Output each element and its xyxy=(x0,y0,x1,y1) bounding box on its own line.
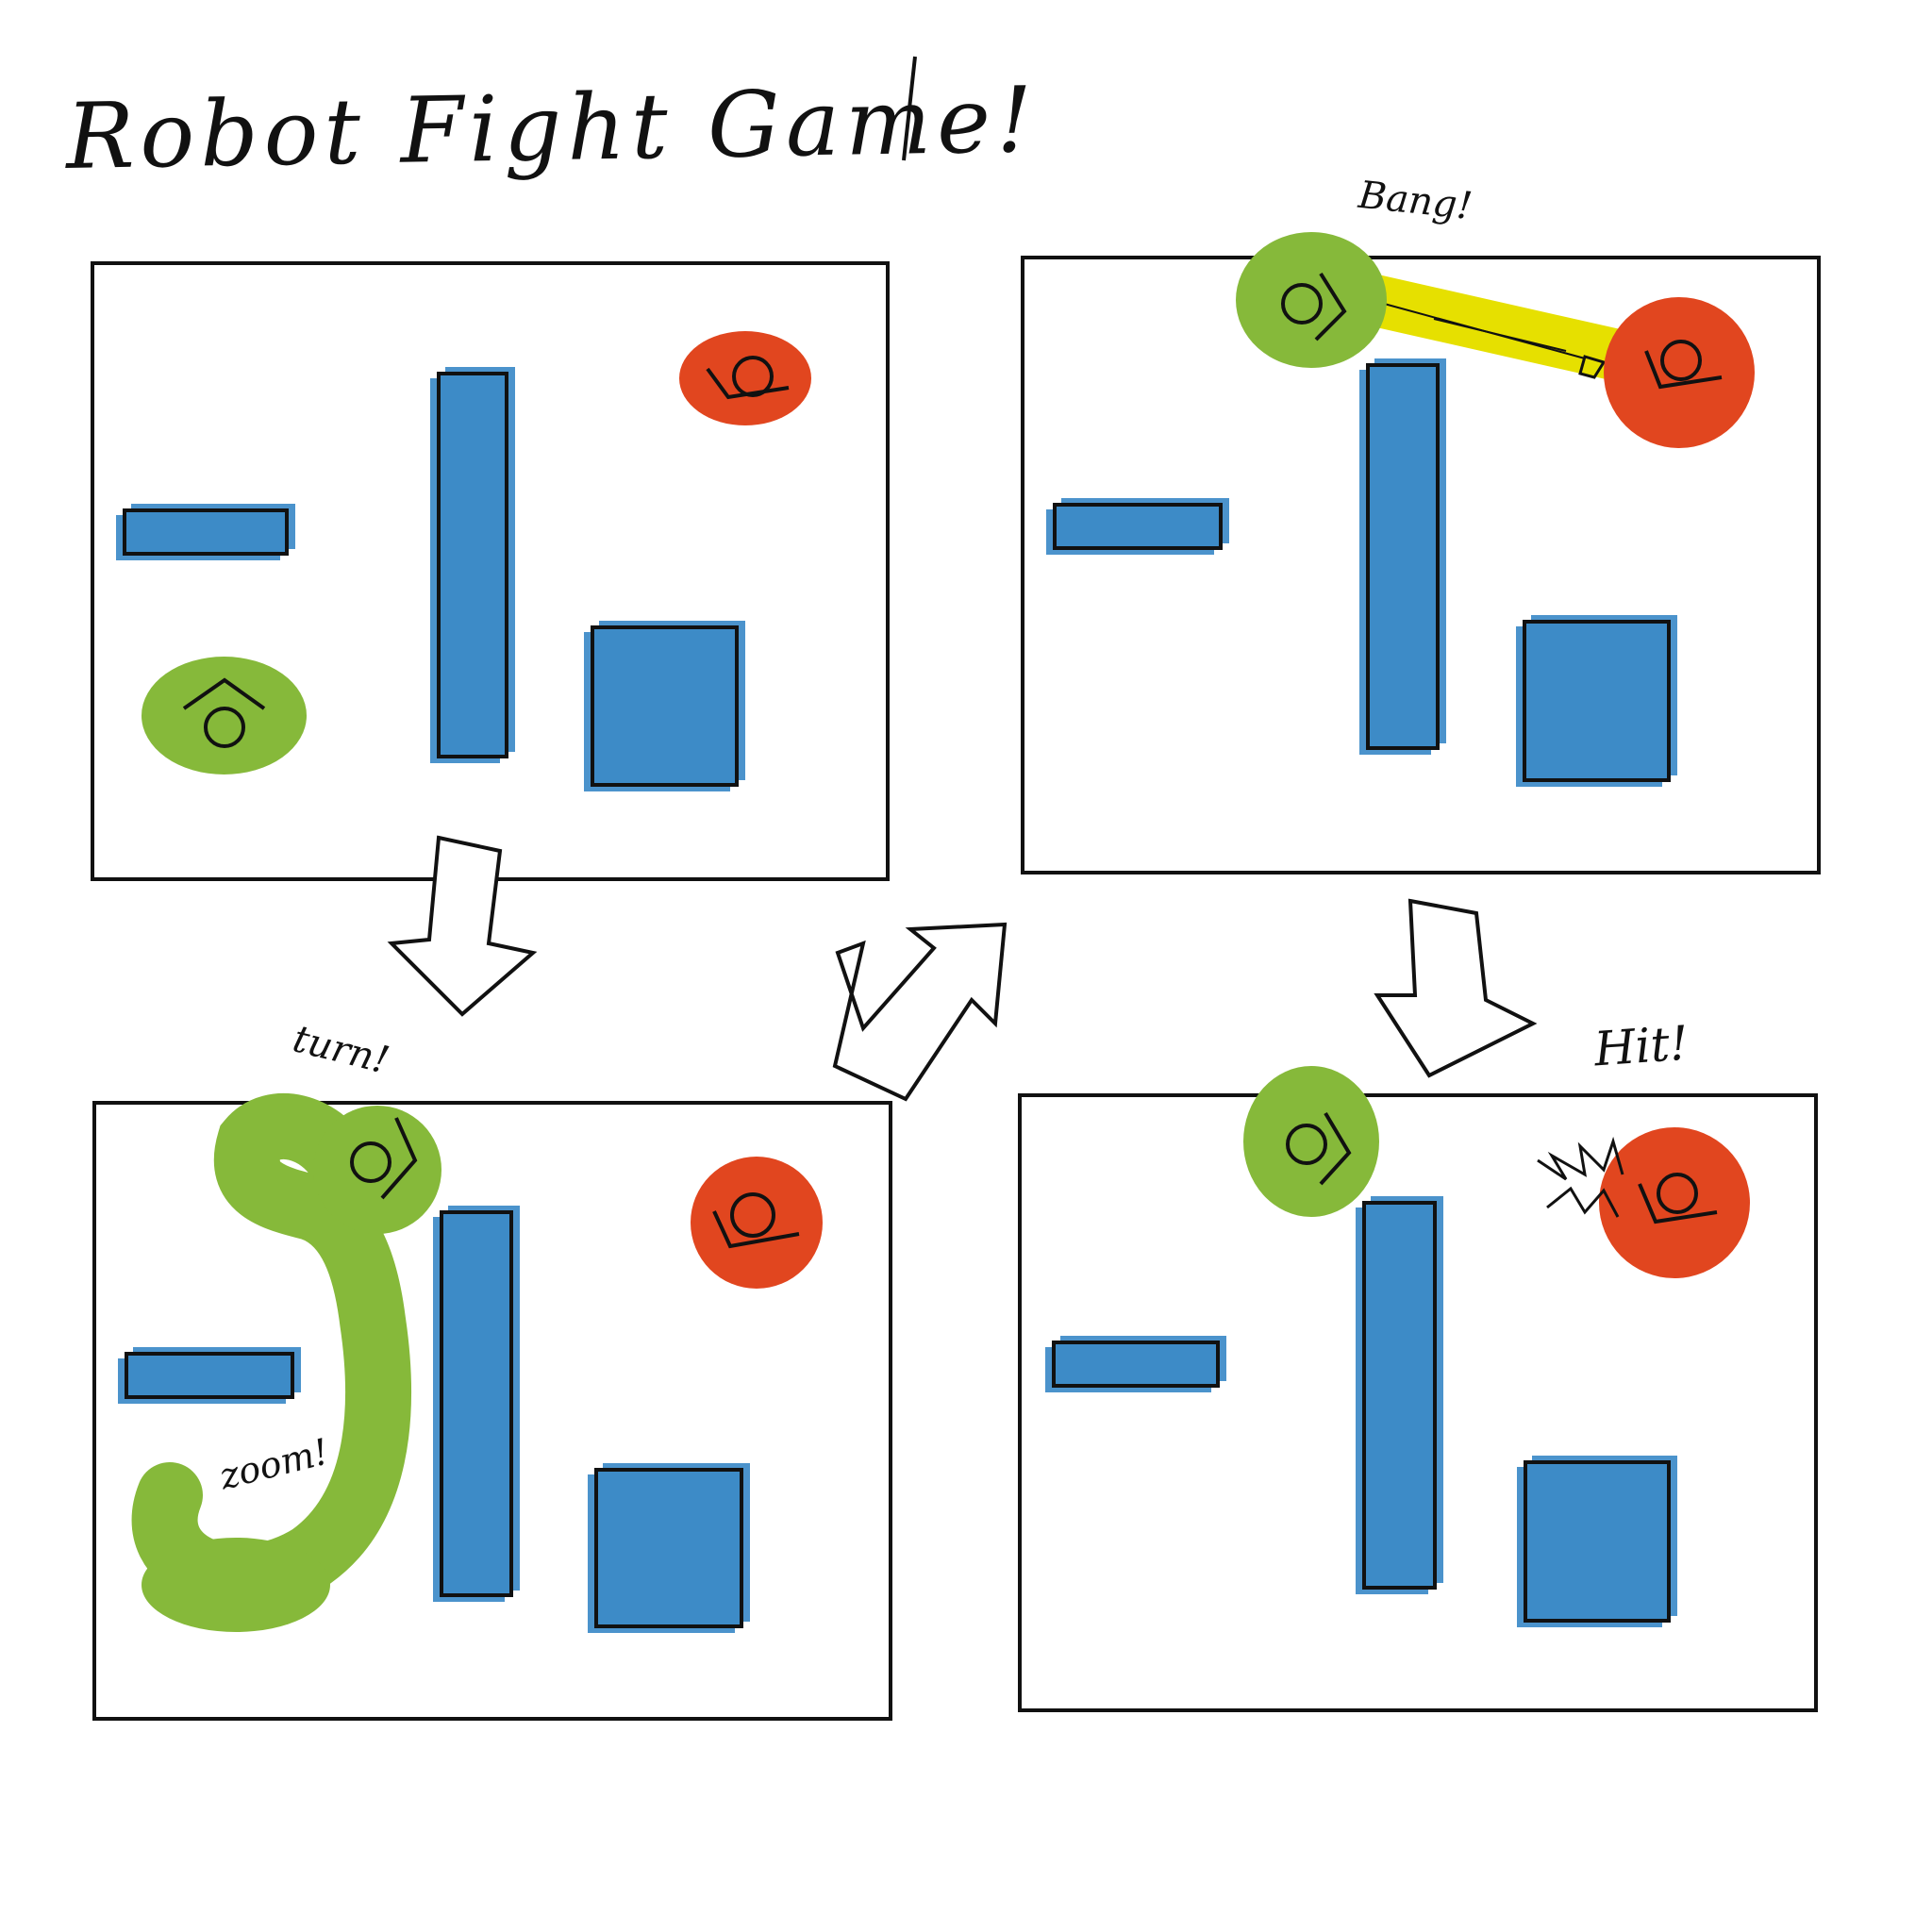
caption-hit: Hit! xyxy=(1592,1015,1690,1077)
obstacle-vertical-wall xyxy=(440,1210,513,1597)
enemy-robot xyxy=(1604,297,1755,448)
enemy-robot xyxy=(691,1157,823,1289)
obstacle-horizontal-bar xyxy=(1053,503,1223,550)
arrow-down-icon xyxy=(1374,898,1538,1078)
player-robot xyxy=(1243,1066,1379,1217)
enemy-robot xyxy=(1599,1127,1750,1278)
panel-start xyxy=(91,261,890,881)
obstacle-vertical-wall xyxy=(1362,1201,1437,1590)
robot-face-icon xyxy=(182,677,266,748)
obstacle-block xyxy=(1523,620,1671,782)
obstacle-vertical-wall xyxy=(437,372,508,758)
robot-face-icon xyxy=(712,1192,800,1249)
robot-face-icon xyxy=(1286,1111,1352,1186)
obstacle-horizontal-bar xyxy=(125,1352,294,1399)
player-robot xyxy=(1236,232,1387,368)
obstacle-block xyxy=(591,625,739,787)
impact-burst-icon xyxy=(1537,1136,1624,1218)
laser-beam xyxy=(1313,266,1658,385)
robot-face-icon xyxy=(350,1117,418,1200)
obstacle-horizontal-bar xyxy=(1052,1341,1220,1388)
exclamation-icon xyxy=(902,56,917,161)
player-robot xyxy=(313,1106,441,1234)
robot-face-icon xyxy=(1638,1173,1718,1224)
arrow-up-right-icon xyxy=(832,922,1008,1102)
robot-face-icon xyxy=(1644,340,1723,390)
bullet-icon xyxy=(1578,355,1607,379)
robot-face-icon xyxy=(1281,272,1347,341)
obstacle-block xyxy=(594,1468,743,1628)
obstacle-vertical-wall xyxy=(1366,363,1440,750)
obstacle-horizontal-bar xyxy=(123,508,289,556)
arrow-down-icon xyxy=(387,835,538,1017)
obstacle-block xyxy=(1524,1460,1671,1623)
motion-trail-start xyxy=(142,1538,330,1632)
player-robot xyxy=(142,657,307,774)
robot-face-icon xyxy=(706,356,790,400)
enemy-robot xyxy=(679,331,811,425)
